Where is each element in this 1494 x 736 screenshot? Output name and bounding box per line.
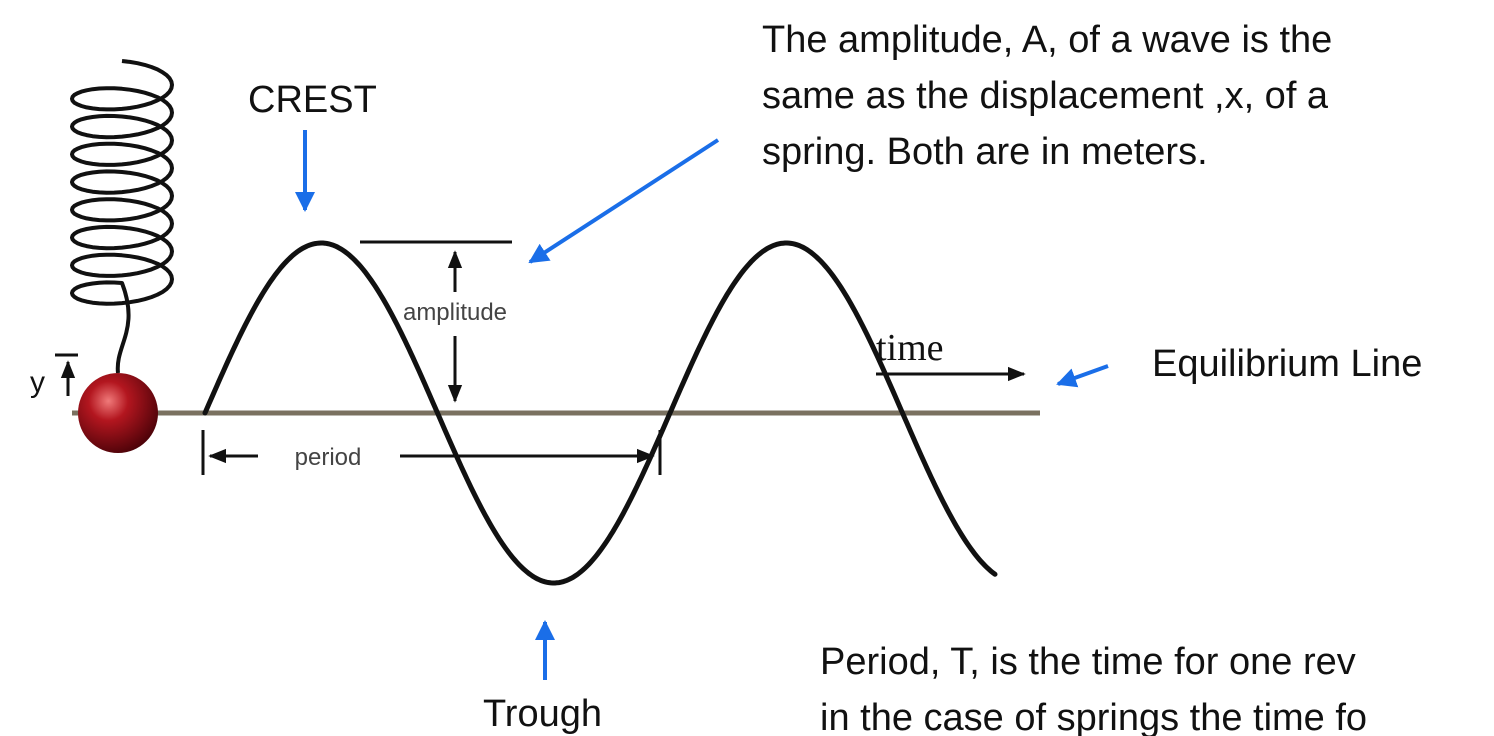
- mass-ball-icon: [78, 373, 158, 453]
- period-note-line: Period, T, is the time for one rev: [820, 641, 1356, 683]
- amplitude-note-line: same as the displacement ,x, of a: [762, 75, 1329, 117]
- trough-label: Trough: [483, 693, 602, 735]
- amplitude-note-line: The amplitude, A, of a wave is the: [762, 19, 1332, 61]
- amplitude-pointer-arrow: [528, 138, 720, 264]
- amplitude-marker: amplitude: [360, 240, 512, 403]
- coil-spring-icon: [70, 59, 174, 374]
- amplitude-label: amplitude: [403, 299, 507, 326]
- time-axis-label-group: time: [876, 327, 1026, 382]
- period-marker: period: [201, 430, 662, 475]
- equilibrium-pointer-arrow: [1056, 364, 1109, 388]
- y-label: y: [30, 366, 45, 399]
- amplitude-note-line: spring. Both are in meters.: [762, 131, 1208, 173]
- time-label: time: [876, 327, 944, 369]
- period-note: Period, T, is the time for one rev in th…: [820, 641, 1367, 736]
- equilibrium-label: Equilibrium Line: [1152, 343, 1422, 385]
- y-displacement-indicator: y: [30, 353, 78, 399]
- amplitude-note: The amplitude, A, of a wave is the same …: [762, 19, 1332, 173]
- sine-wave: [202, 240, 998, 586]
- crest-label: CREST: [248, 79, 377, 121]
- period-label: period: [295, 444, 362, 471]
- period-note-line: in the case of springs the time fo: [820, 697, 1367, 736]
